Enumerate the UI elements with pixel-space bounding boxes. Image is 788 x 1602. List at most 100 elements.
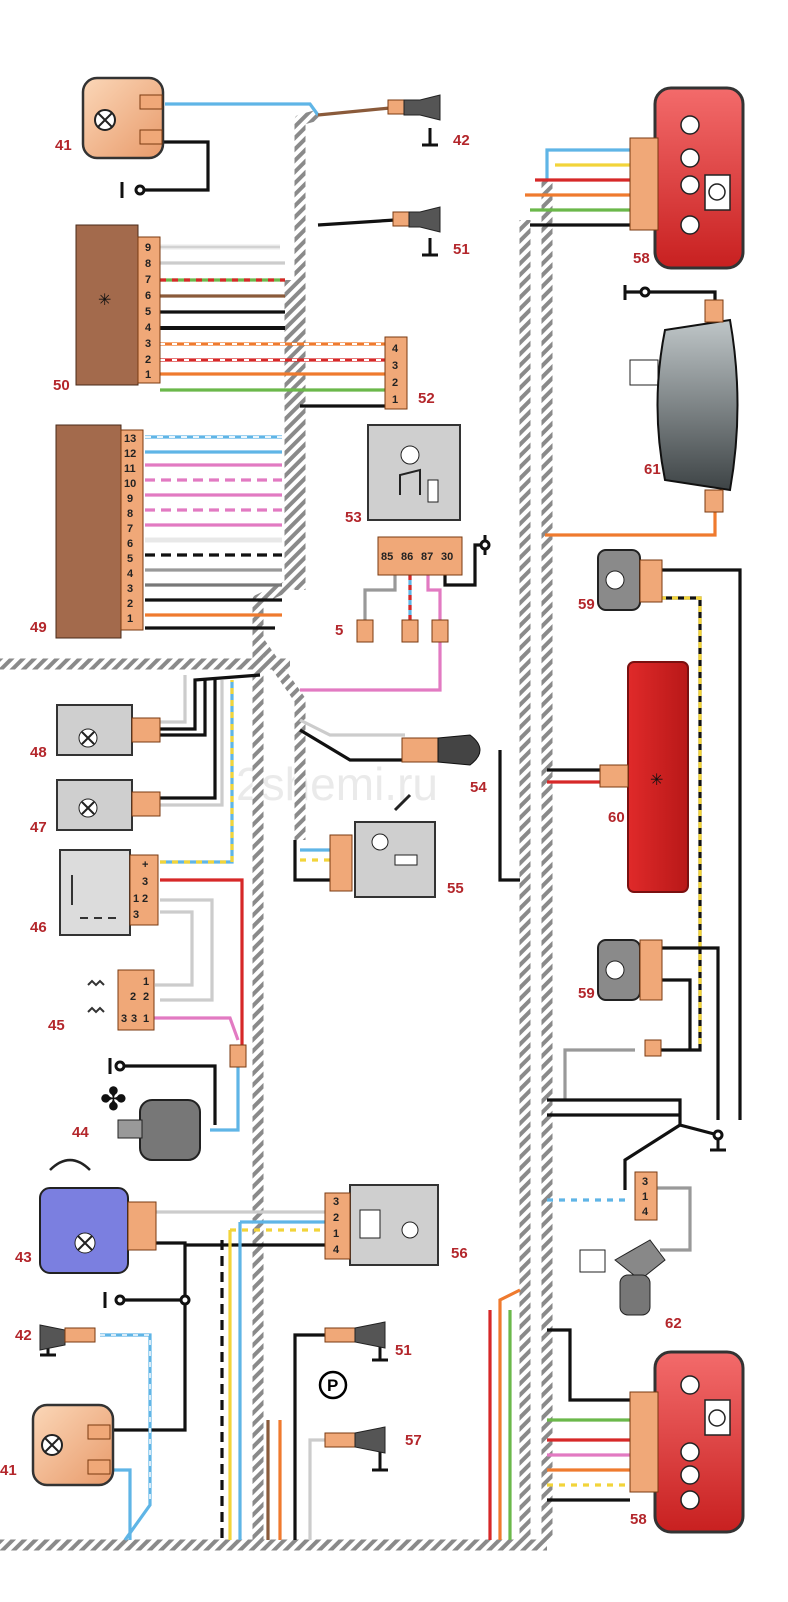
pin-53-86: 86 bbox=[401, 551, 413, 563]
pin-52-2: 2 bbox=[392, 377, 398, 389]
ground-symbols bbox=[40, 128, 726, 1472]
switch-43 bbox=[39, 1158, 157, 1274]
label-57: 57 bbox=[405, 1432, 422, 1449]
wiper-motor-62 bbox=[579, 1171, 666, 1316]
label-60: 60 bbox=[608, 809, 625, 826]
pin-50-7: 7 bbox=[145, 274, 151, 286]
label-5: 5 bbox=[335, 622, 343, 639]
lamp-module-47 bbox=[56, 779, 161, 831]
svg-text:✳: ✳ bbox=[650, 770, 663, 789]
pin-46-2: 2 bbox=[142, 893, 148, 905]
label-47: 47 bbox=[30, 819, 47, 836]
bulb-holder-51-top bbox=[392, 206, 441, 233]
pin-45-2b: 2 bbox=[143, 991, 149, 1003]
pin-62-3: 3 bbox=[642, 1176, 648, 1188]
switch-57 bbox=[324, 1426, 386, 1454]
harness-bundles bbox=[0, 109, 553, 1551]
pin-50-2: 2 bbox=[145, 354, 151, 366]
pin-49-13: 13 bbox=[124, 433, 136, 445]
pin-56-3: 3 bbox=[333, 1196, 339, 1208]
label-53: 53 bbox=[345, 509, 362, 526]
ground-symbol-right bbox=[710, 1129, 726, 1152]
pin-49-12: 12 bbox=[124, 448, 136, 460]
label-54: 54 bbox=[470, 779, 487, 796]
label-52: 52 bbox=[418, 390, 435, 407]
ground-symbol-42a bbox=[422, 128, 438, 147]
watermark-text: 2shemi.ru bbox=[236, 758, 438, 810]
label-58-top: 58 bbox=[633, 250, 650, 267]
ground-symbol-53 bbox=[479, 535, 491, 555]
pin-53-30: 30 bbox=[441, 551, 453, 563]
pin-49-10: 10 bbox=[124, 478, 136, 490]
ground-symbol-61 bbox=[623, 285, 651, 300]
taillight-58-top bbox=[629, 86, 745, 270]
bulb-holder-51-bottom bbox=[324, 1321, 386, 1349]
label-62: 62 bbox=[665, 1315, 682, 1332]
pin-labels: 9 8 7 6 5 4 3 2 1 4 3 2 1 85 86 87 30 13… bbox=[121, 242, 649, 1256]
label-42-bottom: 42 bbox=[15, 1327, 32, 1344]
pin-52-1: 1 bbox=[392, 394, 398, 406]
label-41-bottom: 41 bbox=[0, 1462, 17, 1479]
connector-52 bbox=[384, 336, 408, 410]
label-59-bottom: 59 bbox=[578, 985, 595, 1002]
parking-brake-letter: P bbox=[327, 1376, 338, 1395]
parking-brake-symbol: P bbox=[318, 1370, 348, 1400]
ground-symbol-41a bbox=[120, 182, 146, 198]
pin-50-8: 8 bbox=[145, 258, 151, 270]
pin-62-1: 1 bbox=[642, 1191, 648, 1203]
pin-49-5: 5 bbox=[127, 553, 133, 565]
switch-55 bbox=[329, 793, 436, 898]
pin-45-1b: 1 bbox=[143, 1013, 149, 1025]
pin-45-1a: 1 bbox=[143, 976, 149, 988]
pin-46-3top: 3 bbox=[142, 876, 148, 888]
bulb-holder-42-top bbox=[387, 94, 441, 121]
label-43: 43 bbox=[15, 1249, 32, 1266]
label-42-top: 42 bbox=[453, 132, 470, 149]
label-59-top: 59 bbox=[578, 596, 595, 613]
svg-text:✤: ✤ bbox=[100, 1080, 127, 1118]
pin-49-6: 6 bbox=[127, 538, 133, 550]
pin-50-3: 3 bbox=[145, 338, 151, 350]
resistor-block-45 bbox=[87, 969, 155, 1031]
lamp-59-bottom bbox=[597, 939, 663, 1057]
label-50: 50 bbox=[53, 377, 70, 394]
pin-62-4: 4 bbox=[642, 1206, 649, 1218]
pin-49-7: 7 bbox=[127, 523, 133, 535]
rear-window-heater-61 bbox=[629, 299, 739, 513]
ground-symbol-43 bbox=[103, 1292, 191, 1308]
pin-53-85: 85 bbox=[381, 551, 393, 563]
relay-53 bbox=[367, 424, 463, 576]
component-labels: 41 42 51 50 52 53 5 49 48 47 46 45 44 43… bbox=[0, 132, 682, 1528]
pin-49-3: 3 bbox=[127, 583, 133, 595]
pin-49-4: 4 bbox=[127, 568, 134, 580]
pin-52-3: 3 bbox=[392, 360, 398, 372]
lamp-module-48 bbox=[56, 704, 161, 756]
pin-45-3a: 3 bbox=[121, 1013, 127, 1025]
pin-50-5: 5 bbox=[145, 306, 151, 318]
lamp-41-bottom bbox=[31, 1403, 115, 1487]
label-61: 61 bbox=[644, 461, 661, 478]
label-55: 55 bbox=[447, 880, 464, 897]
pin-49-1: 1 bbox=[127, 613, 133, 625]
lamp-41-top bbox=[81, 76, 165, 160]
relay-56 bbox=[324, 1184, 439, 1266]
label-45: 45 bbox=[48, 1017, 65, 1034]
sensor-54 bbox=[401, 734, 481, 766]
label-44: 44 bbox=[72, 1124, 89, 1141]
pin-50-6: 6 bbox=[145, 290, 151, 302]
pin-50-9: 9 bbox=[145, 242, 151, 254]
pin-45-2a: 2 bbox=[130, 991, 136, 1003]
pin-45-3b: 3 bbox=[131, 1013, 137, 1025]
pin-56-2: 2 bbox=[333, 1212, 339, 1224]
label-46: 46 bbox=[30, 919, 47, 936]
module-46 bbox=[59, 849, 159, 936]
ground-symbol-51a bbox=[422, 238, 438, 257]
pin-49-11: 11 bbox=[124, 463, 136, 475]
pin-53-87: 87 bbox=[421, 551, 433, 563]
lamp-59-top bbox=[597, 549, 663, 611]
label-58-bottom: 58 bbox=[630, 1511, 647, 1528]
fan-motor-44: ✤ bbox=[100, 1044, 247, 1161]
svg-text:✳: ✳ bbox=[98, 290, 111, 309]
pin-46-3: 3 bbox=[133, 909, 139, 921]
brake-light-60: ✳ bbox=[599, 661, 689, 893]
